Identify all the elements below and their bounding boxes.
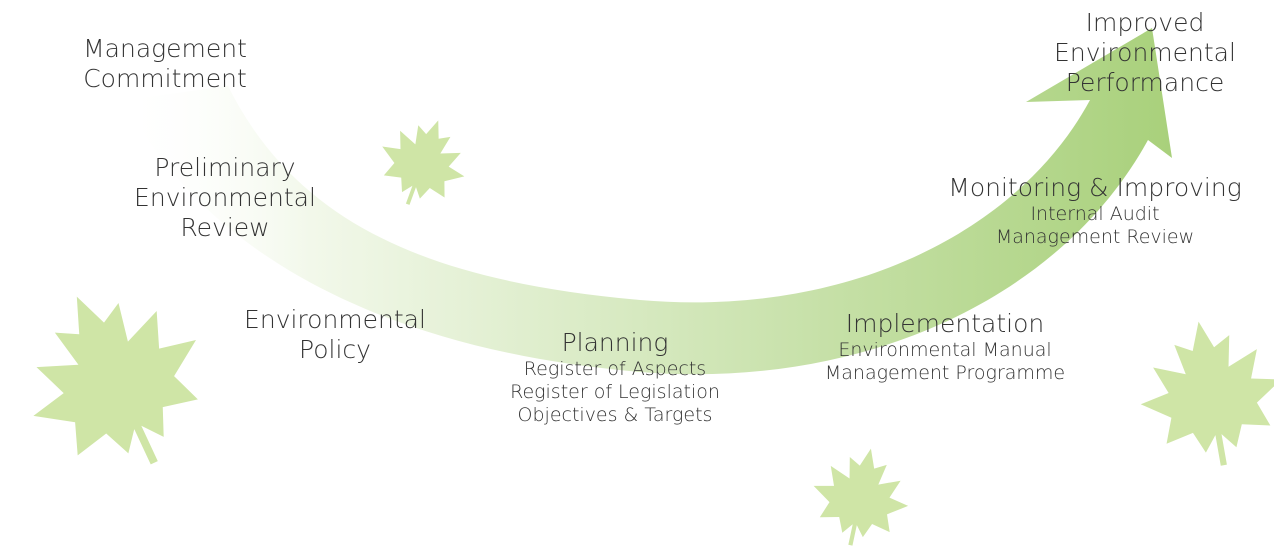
stage-label-line: Policy (299, 335, 371, 364)
stage-management-commitment: Management Commitment (60, 34, 270, 94)
stage-environmental-policy: Environmental Policy (225, 305, 445, 365)
stage-title: Planning (561, 328, 669, 357)
stage-monitoring-improving: Monitoring & Improving Internal Audit Ma… (920, 173, 1270, 249)
stage-label-line: Preliminary (154, 153, 296, 182)
stage-label-line: Review (180, 213, 270, 242)
stage-item: Environmental Manual (838, 339, 1052, 361)
stage-improved-performance: Improved Environmental Performance (1030, 8, 1260, 98)
stage-label-line: Environmental (134, 183, 316, 212)
stage-item: Register of Aspects (523, 358, 707, 380)
stage-item: Internal Audit (1030, 203, 1160, 225)
maple-leaf-icon (0, 258, 236, 501)
maple-leaf-icon (803, 438, 919, 553)
stage-label-line: Performance (1065, 68, 1225, 97)
stage-item: Register of Legislation (510, 380, 720, 403)
maple-leaf-icon (366, 105, 480, 220)
stage-label-line: Environmental (1054, 38, 1236, 67)
stage-label-line: Environmental (244, 305, 426, 334)
stage-implementation: Implementation Environmental Manual Mana… (785, 309, 1105, 385)
stage-planning: Planning Register of Aspects Register of… (485, 328, 745, 426)
stage-title: Implementation (845, 309, 1045, 338)
stage-item: Objectives & Targets (517, 403, 713, 426)
stage-label-line: Improved (1085, 8, 1205, 37)
stage-label-line: Management (83, 34, 247, 63)
process-arrow-body (125, 28, 1172, 375)
stage-item: Management Review (995, 225, 1195, 248)
stage-title: Monitoring & Improving (948, 173, 1242, 202)
stage-item: Management Programme (824, 361, 1066, 384)
stage-preliminary-review: Preliminary Environmental Review (125, 153, 325, 243)
stage-label-line: Commitment (83, 64, 247, 93)
maple-leaf-icon (1128, 309, 1274, 478)
